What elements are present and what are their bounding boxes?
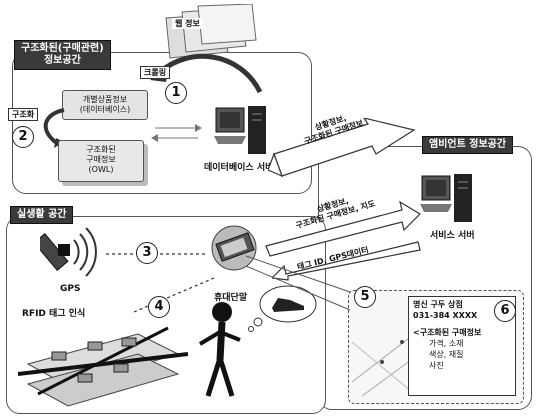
step-5-badge: 5 <box>354 286 376 308</box>
product-info-line2: (데이터베이스) <box>79 105 131 114</box>
step-4-badge: 4 <box>148 296 170 318</box>
gps-link-line <box>106 253 208 255</box>
zoom-lines <box>245 255 351 311</box>
store-phone: 031-384 XXXX <box>413 311 478 320</box>
store-name: 명신 구두 상점 <box>413 300 463 309</box>
crawling-label: 크롤링 <box>140 66 171 79</box>
structured-info-line3: (OWL) <box>88 165 114 174</box>
structured-info-line1: 구조화된 <box>86 145 116 154</box>
shoe-thought-bubble <box>248 285 317 332</box>
semantic-panel-title: 구조화된(구매관련) 정보공간 <box>14 40 111 70</box>
mobile-terminal-label: 휴대단말 <box>214 293 248 303</box>
rfid-link-line <box>133 277 215 313</box>
mobile-to-service-arrow <box>272 241 421 281</box>
structuring-label: 구조화 <box>8 108 39 121</box>
purchase-info-item3: 사진 <box>429 361 444 370</box>
db-to-service-arrow <box>268 118 416 178</box>
web-pages-icon <box>165 4 257 59</box>
shopper-figure <box>198 302 241 397</box>
web-info-label: 웹 정보 <box>172 18 203 29</box>
database-server-icon <box>214 106 266 154</box>
service-to-mobile-arrow <box>265 200 421 257</box>
purchase-info-heading: <구조화된 구매정보 <box>413 328 482 337</box>
semantic-panel-title-line2: 정보공간 <box>43 55 81 66</box>
service-server-label: 서비스 서버 <box>430 231 475 241</box>
step-2-badge: 2 <box>12 126 34 148</box>
structured-info-line2: 구매정보 <box>86 155 116 164</box>
structured-info-owl-box: 구조화된 구매정보 (OWL) <box>58 140 144 182</box>
ambient-panel-title: 앰비언트 정보공간 <box>422 136 514 154</box>
mobile-terminal-icon <box>211 225 257 271</box>
semantic-panel-title-line1: 구조화된(구매관련) <box>21 43 104 54</box>
rfid-label: RFID 태그 인식 <box>22 309 86 319</box>
store-shelves-illustration <box>18 326 188 407</box>
gps-label: GPS <box>60 284 81 294</box>
sync-arrows <box>151 124 202 142</box>
service-server-icon <box>420 174 472 222</box>
step-6-badge: 6 <box>494 300 516 322</box>
purchase-info-item1: 가격, 소재 <box>429 339 464 348</box>
product-info-database-box: 개별상품정보 (데이터베이스) <box>62 90 148 120</box>
database-server-label: 데이터베이스 서버 <box>204 163 274 173</box>
step-1-badge: 1 <box>165 82 187 104</box>
gps-satellite-icon <box>40 227 97 277</box>
step-3-badge: 3 <box>136 242 158 264</box>
product-info-line1: 개별상품정보 <box>82 95 128 104</box>
real-life-panel-title: 실생활 공간 <box>10 206 74 224</box>
purchase-info-item2: 색상, 재질 <box>429 350 464 359</box>
